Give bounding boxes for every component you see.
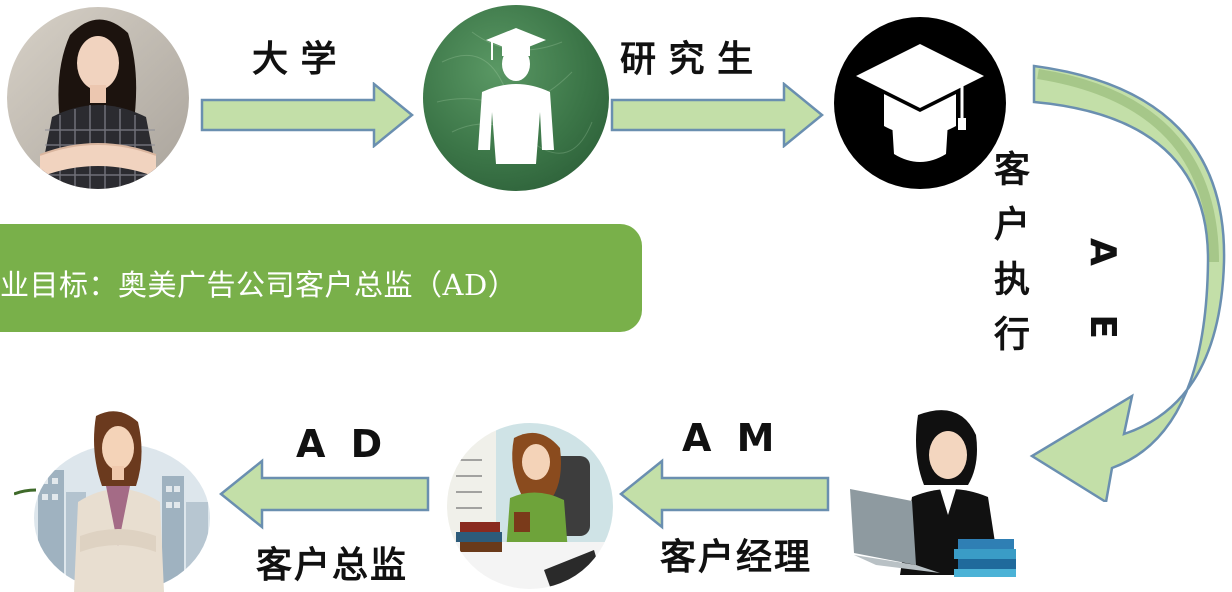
stage-label-ad-cn: 客户总监	[256, 545, 409, 586]
graduation-cap-icon	[832, 14, 1008, 192]
account-manager-illustration	[444, 420, 616, 592]
portrait-photo	[0, 5, 190, 189]
arrow-left-2	[219, 458, 430, 530]
arrow-right-2	[610, 82, 824, 148]
account-executive-illustration	[840, 405, 1020, 585]
stage-label-graduate: 研 究 生	[620, 39, 754, 80]
career-goal-text: 业目标：奥美广告公司客户总监（AD）	[0, 268, 518, 302]
arrow-curved-down	[1029, 64, 1226, 502]
stage-label-ae-cn: 客户执行	[988, 150, 1029, 370]
career-goal-banner	[0, 224, 642, 332]
stage-label-am-cn: 客户经理	[660, 537, 813, 578]
arrow-right-1	[200, 82, 414, 148]
stage-label-ae-en: A E	[1082, 238, 1123, 357]
graduate-icon	[422, 2, 612, 194]
stage-label-ad-en: A D	[296, 422, 389, 466]
stage-label-am-en: A M	[682, 416, 781, 460]
stage-label-university: 大 学	[252, 39, 337, 80]
arrow-left-1	[619, 458, 830, 530]
account-director-illustration	[13, 406, 214, 592]
